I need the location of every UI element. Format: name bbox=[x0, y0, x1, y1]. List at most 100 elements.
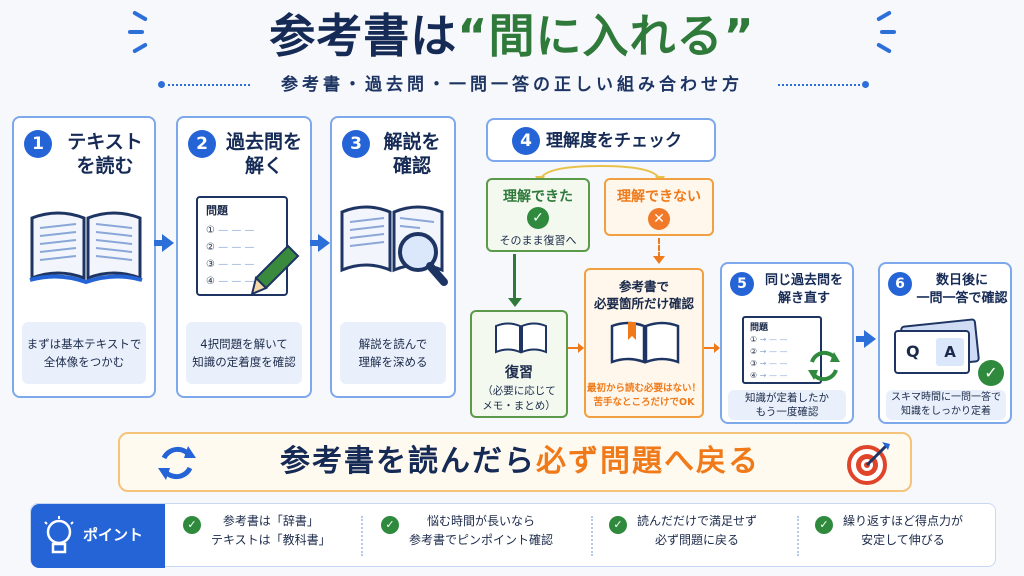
open-book-icon bbox=[495, 322, 547, 354]
question-option: ① → — — bbox=[750, 335, 788, 344]
point-item: ✓ 繰り返すほど得点力が 安定して伸びる bbox=[815, 512, 991, 560]
banner-highlight: 必ず問題へ戻る bbox=[536, 444, 760, 479]
subtitle-dotline-left bbox=[168, 84, 250, 86]
check-icon: ✓ bbox=[978, 360, 1004, 386]
review-sub: （必要に応じて メモ・まとめ） bbox=[482, 385, 556, 412]
green-connector bbox=[513, 254, 516, 300]
understood-label: 理解できた bbox=[503, 189, 573, 205]
check-icon: ✓ bbox=[183, 516, 201, 534]
step-5-number: 5 bbox=[730, 272, 754, 296]
arrow-right-icon bbox=[310, 234, 330, 252]
reference-label: 参考書で 必要箇所だけ確認 bbox=[593, 279, 694, 311]
page-title: 参考書は“間に入れる” bbox=[0, 4, 1024, 68]
step-1-title: テキスト を読む bbox=[67, 131, 143, 177]
question-option: ① — — — bbox=[206, 225, 255, 236]
flashcard-a: A bbox=[936, 338, 964, 366]
point-divider bbox=[797, 516, 799, 556]
subtitle-row: 参考書・過去問・一問一答の正しい組み合わせ方 bbox=[0, 70, 1024, 100]
question-sheet-title: 問題 bbox=[206, 204, 228, 217]
step-3-title: 解説を 確認 bbox=[383, 131, 441, 177]
lightbulb-icon bbox=[44, 516, 74, 554]
pencil-icon bbox=[250, 244, 300, 296]
arrow-right-icon bbox=[704, 343, 720, 353]
check-icon: ✓ bbox=[527, 207, 549, 229]
question-sheet: 問題 ① → — — ② → — — ③ → — — ④ → — — bbox=[742, 316, 822, 384]
step-1-card: 1 テキスト を読む まずは基本テキストで 全体像をつかむ bbox=[12, 116, 156, 398]
points-bar: ポイント ✓ 参考書は「辞書」 テキストは「教科書」 ✓ 悩む時間が長いなら 参… bbox=[30, 503, 996, 568]
point-divider bbox=[361, 516, 363, 556]
page-title-highlight: “間に入れる” bbox=[457, 9, 755, 63]
question-options: ① — — — ② — — — ③ — — — ④ — — — bbox=[206, 222, 255, 290]
step-3-number: 3 bbox=[342, 130, 370, 158]
conclusion-banner: 参考書を読んだら必ず問題へ戻る bbox=[118, 432, 912, 492]
subtitle-dotline-right bbox=[778, 84, 860, 86]
step-5-title: 同じ過去問を 解き直す bbox=[764, 273, 843, 306]
check-icon: ✓ bbox=[609, 516, 627, 534]
question-sheet: 問題 ① — — — ② — — — ③ — — — ④ — — — bbox=[196, 196, 288, 296]
understood-sub: そのまま復習へ bbox=[499, 234, 577, 247]
orange-connector bbox=[658, 238, 660, 258]
title-spark-left bbox=[128, 10, 158, 54]
subtitle-dot-left bbox=[158, 81, 165, 88]
question-options: ① → — — ② → — — ③ → — — ④ → — — bbox=[750, 334, 788, 382]
point-text: 参考書は「辞書」 テキストは「教科書」 bbox=[211, 514, 331, 547]
step-6-card: 6 数日後に 一問一答で確認 Q A ✓ スキマ時間に一問一答で 知識をしっかり… bbox=[878, 262, 1012, 424]
question-option: ② → — — bbox=[750, 347, 788, 356]
banner-main: 参考書を読んだら bbox=[280, 444, 536, 479]
cross-icon: ✕ bbox=[648, 208, 670, 230]
question-option: ③ → — — bbox=[750, 359, 788, 368]
flashcard-q: Q bbox=[906, 342, 920, 361]
flashcard: Q A bbox=[894, 330, 970, 374]
question-option: ③ — — — bbox=[206, 259, 255, 270]
step-6-title: 数日後に 一問一答で確認 bbox=[916, 273, 1008, 306]
point-text: 悩む時間が長いなら 参考書でピンポイント確認 bbox=[409, 514, 554, 547]
step-2-card: 2 過去問を 解く 問題 ① — — — ② — — — ③ — — — ④ —… bbox=[176, 116, 312, 398]
book-magnifier-icon bbox=[340, 205, 448, 286]
check-icon: ✓ bbox=[815, 516, 833, 534]
orange-arrow-head bbox=[653, 256, 665, 264]
reference-box: 参考書で 必要箇所だけ確認 最初から読む必要はない！ 苦手なところだけでOK bbox=[584, 268, 704, 418]
green-arrow-head bbox=[508, 298, 522, 307]
point-divider bbox=[591, 516, 593, 556]
step-6-desc: スキマ時間に一問一答で 知識をしっかり定着 bbox=[886, 390, 1006, 420]
question-sheet-title: 問題 bbox=[750, 323, 769, 333]
step-3-card: 3 解説を 確認 解説を読んで 理解を深める bbox=[330, 116, 456, 398]
step-1-number: 1 bbox=[24, 130, 52, 158]
question-option: ④ → — — bbox=[750, 371, 788, 380]
step-6-number: 6 bbox=[888, 272, 912, 296]
check-icon: ✓ bbox=[381, 516, 399, 534]
review-box: 復習 （必要に応じて メモ・まとめ） bbox=[470, 310, 568, 418]
step-2-title: 過去問を 解く bbox=[225, 131, 302, 177]
step-4-number: 4 bbox=[512, 127, 540, 155]
not-understood-label: 理解できない bbox=[617, 189, 701, 205]
step-4-title: 理解度をチェック bbox=[546, 131, 682, 151]
step-5-desc: 知識が定着したか もう一度確認 bbox=[728, 390, 846, 420]
not-understood-box: 理解できない ✕ bbox=[604, 178, 714, 236]
book-bookmark-icon bbox=[610, 321, 680, 364]
arrow-right-icon bbox=[568, 343, 584, 353]
point-item: ✓ 読んだだけで満足せず 必ず問題に戻る bbox=[609, 512, 789, 560]
cycle-arrows-icon bbox=[158, 446, 196, 480]
target-icon bbox=[847, 442, 890, 485]
step-1-desc: まずは基本テキストで 全体像をつかむ bbox=[22, 322, 146, 384]
page-subtitle: 参考書・過去問・一問一答の正しい組み合わせ方 bbox=[281, 75, 743, 95]
step-4-card: 4 理解度をチェック bbox=[486, 118, 716, 162]
step-5-card: 5 同じ過去問を 解き直す 問題 ① → — — ② → — — ③ → — —… bbox=[720, 262, 854, 424]
page-title-main: 参考書は bbox=[269, 9, 458, 63]
understood-box: 理解できた ✓ そのまま復習へ bbox=[486, 178, 590, 252]
question-option: ② — — — bbox=[206, 242, 255, 253]
open-book-icon bbox=[29, 211, 143, 285]
refresh-icon bbox=[808, 350, 840, 382]
title-spark-right bbox=[868, 10, 898, 54]
point-text: 読んだだけで満足せず 必ず問題に戻る bbox=[637, 514, 758, 547]
point-text: 繰り返すほど得点力が 安定して伸びる bbox=[843, 514, 964, 547]
arrow-right-icon bbox=[856, 330, 876, 348]
step-2-number: 2 bbox=[188, 130, 216, 158]
banner-text: 参考書を読んだら必ず問題へ戻る bbox=[210, 434, 830, 490]
step-2-desc: 4択問題を解いて 知識の定着度を確認 bbox=[186, 322, 302, 384]
point-item: ✓ 悩む時間が長いなら 参考書でピンポイント確認 bbox=[381, 512, 581, 560]
reference-note: 最初から読む必要はない！ 苦手なところだけでOK bbox=[586, 383, 701, 408]
question-option: ④ — — — bbox=[206, 276, 255, 287]
subtitle-dot-right bbox=[862, 81, 869, 88]
point-item: ✓ 参考書は「辞書」 テキストは「教科書」 bbox=[183, 512, 373, 560]
